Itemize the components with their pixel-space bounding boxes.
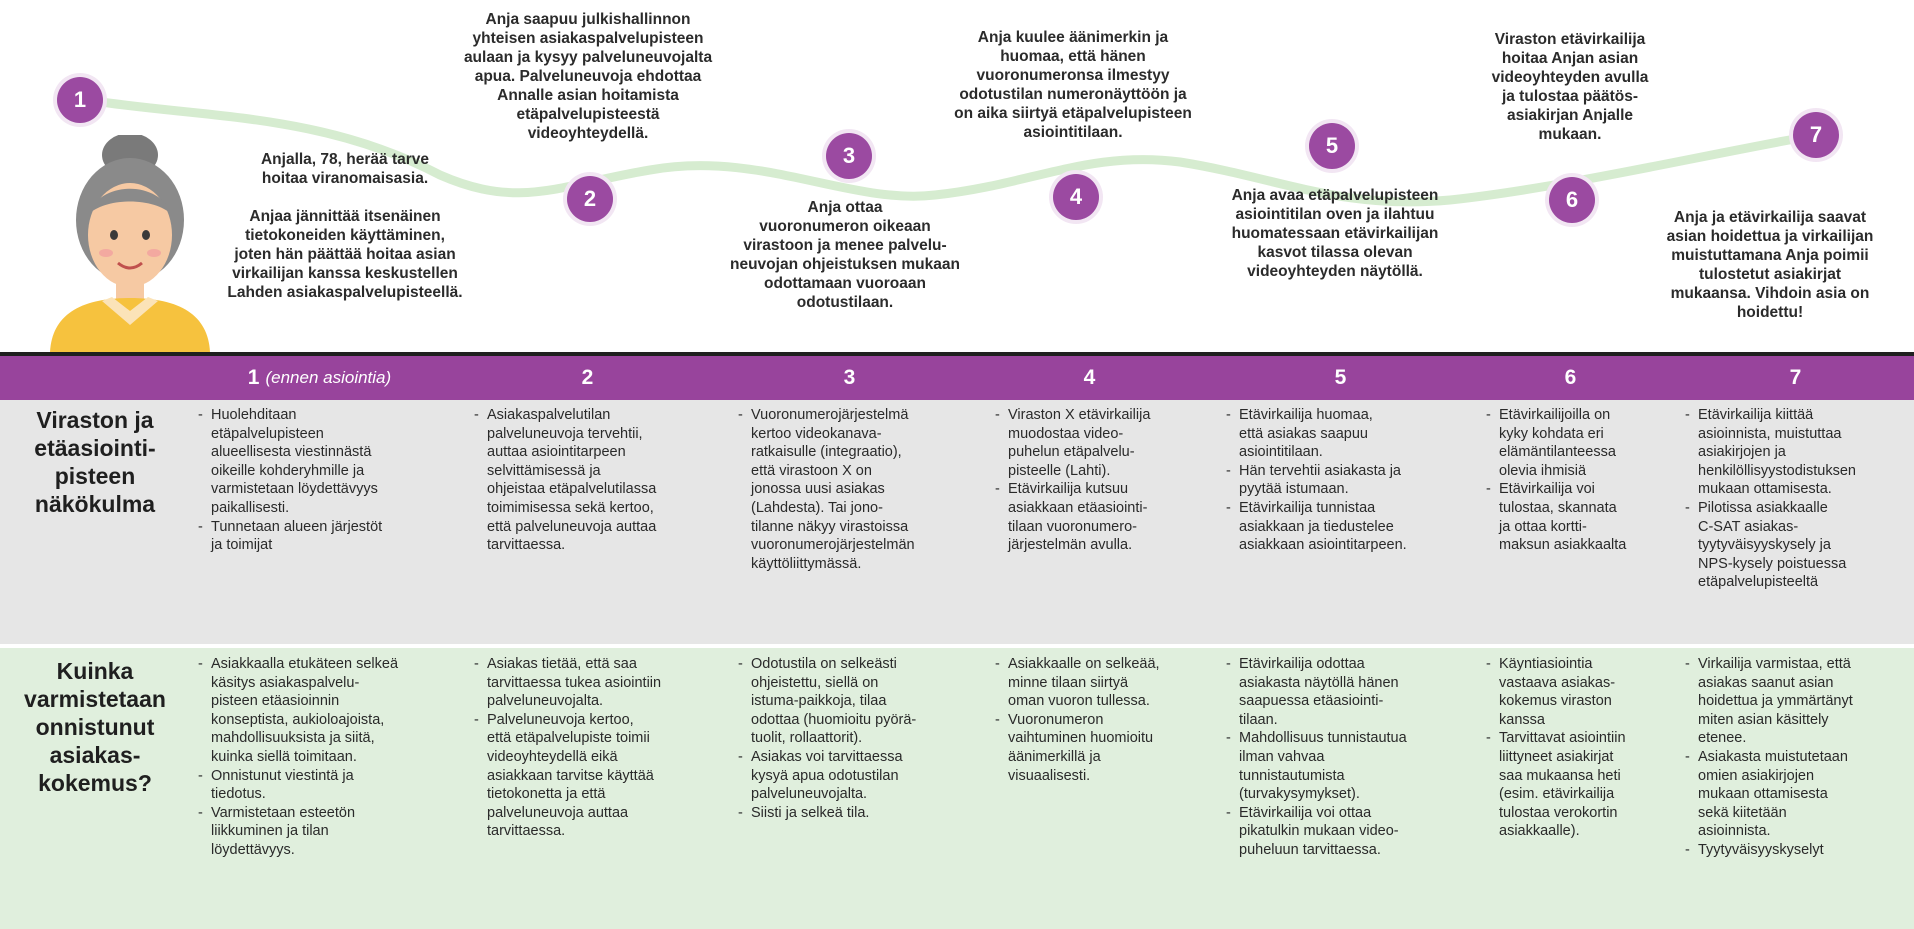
bullet: Mahdollisuus tunnistautua ilman vahvaa t… xyxy=(1226,729,1474,803)
cell-7: Virkailija varmistaa, että asiakas saanu… xyxy=(1683,655,1914,860)
cell-2: Asiakas tietää, että saa tarvittaessa tu… xyxy=(472,655,737,841)
step-4-marker: 4 xyxy=(1053,174,1099,220)
cell-6: Käyntiasiointia vastaava asiakas- kokemu… xyxy=(1484,655,1699,841)
bullet: Asiakas voi tarvittaessa kysyä apua odot… xyxy=(738,748,986,804)
column-number: 2 xyxy=(581,366,594,389)
column-header-2: 2 xyxy=(460,356,715,400)
bullet: Etävirkailija odottaa asiakasta näytöllä… xyxy=(1226,655,1474,729)
step-3-marker: 3 xyxy=(826,133,872,179)
step-5-story: Anja avaa etäpalvelupisteen asiointitila… xyxy=(1231,187,1439,280)
row-label: Kuinka varmistetaan onnistunut asiakas- … xyxy=(24,658,166,796)
step-1-story: Anjalla, 78, herää tarve hoitaa viranoma… xyxy=(227,151,463,301)
cell-6: Etävirkailijoilla on kyky kohdata eri el… xyxy=(1484,406,1699,555)
cell-2: Asiakaspalvelutilan palveluneuvoja terve… xyxy=(472,406,732,555)
column-header-3: 3 xyxy=(722,356,977,400)
bullet: Pilotissa asiakkaalle C-SAT asiakas- tyy… xyxy=(1685,499,1914,592)
row-authority-perspective: Viraston ja etäasiointi- pisteen näkökul… xyxy=(0,400,1914,644)
column-header-5: 5 xyxy=(1213,356,1468,400)
cell-3: Vuoronumerojärjestelmä kertoo videokanav… xyxy=(736,406,986,573)
cell-7: Etävirkailija kiittää asioinnista, muist… xyxy=(1683,406,1914,592)
bullet: Hän tervehtii asiakasta ja pyytää istuma… xyxy=(1226,462,1474,499)
cell-4: Asiakkaalle on selkeää, minne tilaan sii… xyxy=(993,655,1233,785)
bullet: Siisti ja selkeä tila. xyxy=(738,804,986,823)
bullet: Etävirkailijoilla on kyky kohdata eri el… xyxy=(1486,406,1699,480)
bullet: Vuoronumerojärjestelmä kertoo videokanav… xyxy=(738,406,986,573)
step-6-marker: 6 xyxy=(1549,177,1595,223)
grandmother-avatar-icon xyxy=(50,135,210,352)
bullet: Etävirkailija kutsuu asiakkaan etäasioin… xyxy=(995,480,1233,554)
header-divider xyxy=(0,352,1914,356)
cell-4: Viraston X etävirkailija muodostaa video… xyxy=(993,406,1233,555)
bullet: Vuoronumeron vaihtuminen huomioitu äänim… xyxy=(995,711,1233,785)
cell-5: Etävirkailija huomaa, että asiakas saapu… xyxy=(1224,406,1474,555)
column-header-1: 1 (ennen asiointia) xyxy=(192,356,447,400)
bullet: Etävirkailija voi tulostaa, skannata ja … xyxy=(1486,480,1699,554)
bullet: Palveluneuvoja kertoo, että etäpalvelupi… xyxy=(474,711,737,841)
bullet: Asiakaspalvelutilan palveluneuvoja terve… xyxy=(474,406,732,555)
column-header-6: 6 xyxy=(1443,356,1698,400)
bullet: Tunnetaan alueen järjestöt ja toimijat xyxy=(198,518,466,555)
column-header-7: 7 xyxy=(1668,356,1914,400)
bullet: Asiakas tietää, että saa tarvittaessa tu… xyxy=(474,655,737,711)
bullet: Odotustila on selkeästi ohjeistettu, sie… xyxy=(738,655,986,748)
cell-1: Asiakkaalla etukäteen selkeä käsitys asi… xyxy=(196,655,476,860)
column-number: 3 xyxy=(843,366,856,389)
bullet: Etävirkailija tunnistaa asiakkaan ja tie… xyxy=(1226,499,1474,555)
journey-table: 1 (ennen asiointia) 2 3 4 5 6 7 Viraston… xyxy=(0,352,1914,929)
journey-path xyxy=(83,95,1805,207)
bullet: Onnistunut viestintä ja tiedotus. xyxy=(198,767,476,804)
cell-5: Etävirkailija odottaa asiakasta näytöllä… xyxy=(1224,655,1474,860)
bullet: Varmistetaan esteetön liikkuminen ja til… xyxy=(198,804,476,860)
bullet: Viraston X etävirkailija muodostaa video… xyxy=(995,406,1233,480)
column-number: 5 xyxy=(1334,366,1347,389)
step-1-marker: 1 xyxy=(57,77,103,123)
customer-journey: 1 2 3 4 5 6 7 Anjalla, 78, herää tarve h… xyxy=(0,0,1914,352)
step-7-story: Anja ja etävirkailija saavat asian hoide… xyxy=(1666,209,1874,321)
step-5-marker: 5 xyxy=(1309,123,1355,169)
step-6-story: Viraston etävirkailija hoitaa Anjan asia… xyxy=(1491,31,1649,143)
step-3-story: Anja ottaa vuoronumeron oikeaan virastoo… xyxy=(730,199,960,311)
bullet: Huolehditaan etäpalvelupisteen alueellis… xyxy=(198,406,466,518)
bullet: Etävirkailija huomaa, että asiakas saapu… xyxy=(1226,406,1474,462)
column-number: 1 xyxy=(247,366,260,389)
bullet: Asiakkaalle on selkeää, minne tilaan sii… xyxy=(995,655,1233,711)
bullet: Asiakasta muistutetaan omien asiakirjoje… xyxy=(1685,748,1914,841)
step-2-marker: 2 xyxy=(567,176,613,222)
column-number: 7 xyxy=(1789,366,1802,389)
bullet: Tyytyväisyyskyselyt xyxy=(1685,841,1914,860)
column-number: 4 xyxy=(1083,366,1096,389)
bullet: Asiakkaalla etukäteen selkeä käsitys asi… xyxy=(198,655,476,767)
cell-1: Huolehditaan etäpalvelupisteen alueellis… xyxy=(196,406,466,555)
step-2-story: Anja saapuu julkishallinnon yhteisen asi… xyxy=(463,11,713,142)
cell-3: Odotustila on selkeästi ohjeistettu, sie… xyxy=(736,655,986,822)
bullet: Etävirkailija voi ottaa pikatulkin mukaa… xyxy=(1226,804,1474,860)
row-customer-experience: Kuinka varmistetaan onnistunut asiakas- … xyxy=(0,648,1914,929)
row-label: Viraston ja etäasiointi- pisteen näkökul… xyxy=(34,407,156,517)
bullet: Käyntiasiointia vastaava asiakas- kokemu… xyxy=(1486,655,1699,729)
bullet: Etävirkailija kiittää asioinnista, muist… xyxy=(1685,406,1914,499)
table-header-row: 1 (ennen asiointia) 2 3 4 5 6 7 xyxy=(0,356,1914,400)
column-number: 6 xyxy=(1564,366,1577,389)
column-subtitle: (ennen asiointia) xyxy=(265,368,392,387)
bullet: Virkailija varmistaa, että asiakas saanu… xyxy=(1685,655,1914,748)
step-4-story: Anja kuulee äänimerkin ja huomaa, että h… xyxy=(954,29,1192,141)
bullet: Tarvittavat asiointiin liittyneet asiaki… xyxy=(1486,729,1699,841)
column-header-4: 4 xyxy=(962,356,1217,400)
step-7-marker: 7 xyxy=(1793,112,1839,158)
